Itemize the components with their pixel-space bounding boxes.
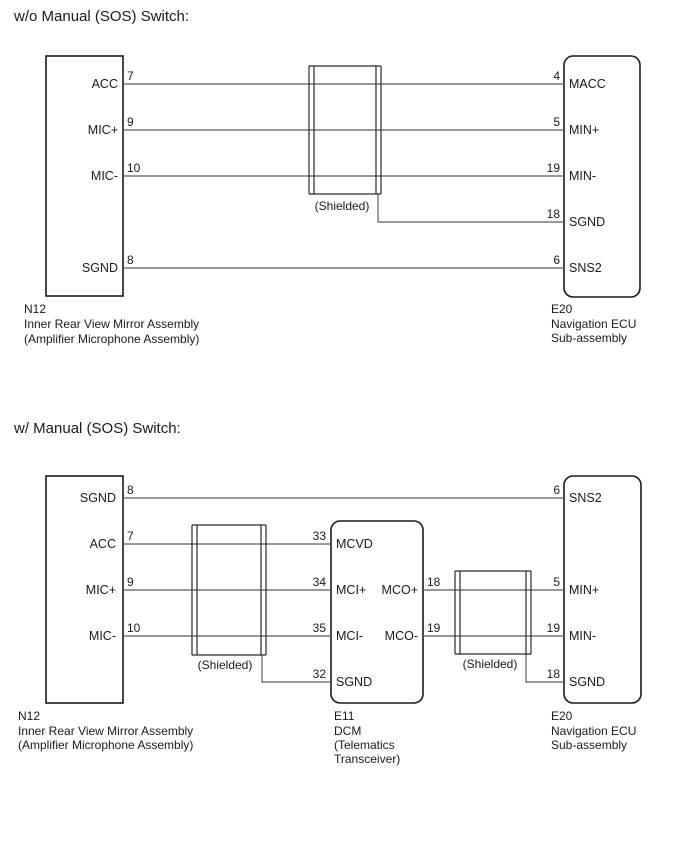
mirror-terminal-name: MIC+ bbox=[86, 583, 116, 597]
nav-terminal-name: MIN+ bbox=[569, 583, 599, 597]
nav-terminal-name: MACC bbox=[569, 77, 606, 91]
dcm-connector-box bbox=[330, 520, 424, 704]
dcm-terminal-name: MCO- bbox=[385, 629, 418, 643]
diagram-with-sos-switch: w/ Manual (SOS) Switch: (Shielded) bbox=[13, 420, 642, 766]
nav-terminal-name: MIN+ bbox=[569, 123, 599, 137]
nav-caption-line: Sub-assembly bbox=[551, 331, 627, 345]
dcm-pin-number: 34 bbox=[313, 575, 327, 589]
mirror-pin-number: 7 bbox=[127, 529, 134, 543]
mirror-connector-code: N12 bbox=[18, 709, 40, 723]
shield-symbol bbox=[191, 524, 267, 656]
wire-shield2-drain bbox=[525, 654, 564, 683]
shield-label: (Shielded) bbox=[463, 657, 518, 671]
mirror-terminal-name: ACC bbox=[92, 77, 118, 91]
dcm-terminal-name: MCI- bbox=[336, 629, 363, 643]
mirror-pin-number: 10 bbox=[127, 161, 141, 175]
nav-terminal-name: MIN- bbox=[569, 169, 596, 183]
nav-terminal-name: MIN- bbox=[569, 629, 596, 643]
mirror-caption-line: (Amplifier Microphone Assembly) bbox=[24, 332, 199, 346]
dcm-terminal-name: MCVD bbox=[336, 537, 373, 551]
diagram1-heading: w/o Manual (SOS) Switch: bbox=[13, 8, 189, 25]
nav-connector-code: E20 bbox=[551, 709, 573, 723]
mirror-terminal-name: SGND bbox=[80, 491, 116, 505]
nav-pin-number: 5 bbox=[553, 575, 560, 589]
nav-caption-line: Sub-assembly bbox=[551, 738, 627, 752]
nav-pin-number: 19 bbox=[547, 161, 561, 175]
shield-symbol bbox=[308, 65, 382, 195]
nav-terminal-name: SNS2 bbox=[569, 491, 602, 505]
mirror-terminal-name: MIC+ bbox=[88, 123, 118, 137]
mirror-connector-box bbox=[45, 55, 124, 297]
dcm-pin-number: 18 bbox=[427, 575, 441, 589]
mirror-terminal-name: MIC- bbox=[91, 169, 118, 183]
dcm-pin-number: 35 bbox=[313, 621, 327, 635]
wire-shield-drain bbox=[377, 194, 564, 223]
dcm-caption-line: DCM bbox=[334, 724, 361, 738]
mirror-pin-number: 8 bbox=[127, 253, 134, 267]
mirror-pin-number: 7 bbox=[127, 69, 134, 83]
dcm-terminal-name: MCO+ bbox=[382, 583, 418, 597]
mirror-pin-number: 10 bbox=[127, 621, 141, 635]
mirror-connector-box bbox=[45, 475, 124, 704]
dcm-caption-line: Transceiver) bbox=[334, 752, 400, 766]
mirror-pin-number: 8 bbox=[127, 483, 134, 497]
mirror-caption-line: (Amplifier Microphone Assembly) bbox=[18, 738, 193, 752]
nav-connector-code: E20 bbox=[551, 302, 573, 316]
nav-pin-number: 18 bbox=[547, 667, 561, 681]
dcm-connector-code: E11 bbox=[334, 709, 355, 723]
dcm-terminal-name: MCI+ bbox=[336, 583, 366, 597]
nav-pin-number: 19 bbox=[547, 621, 561, 635]
mirror-terminal-name: SGND bbox=[82, 261, 118, 275]
dcm-terminal-name: SGND bbox=[336, 675, 372, 689]
nav-terminal-name: SGND bbox=[569, 215, 605, 229]
diagram-without-sos-switch: w/o Manual (SOS) Switch: (Shielded) ACC … bbox=[13, 8, 641, 346]
mirror-terminal-name: MIC- bbox=[89, 629, 116, 643]
diagram2-heading: w/ Manual (SOS) Switch: bbox=[13, 420, 181, 437]
mirror-terminal-name: ACC bbox=[90, 537, 116, 551]
wire-shield1-drain bbox=[261, 655, 331, 683]
dcm-caption-line: (Telematics bbox=[334, 738, 395, 752]
dcm-pin-number: 19 bbox=[427, 621, 441, 635]
mirror-caption-line: Inner Rear View Mirror Assembly bbox=[18, 724, 193, 738]
nav-caption-line: Navigation ECU bbox=[551, 724, 636, 738]
mirror-pin-number: 9 bbox=[127, 115, 134, 129]
shield-label: (Shielded) bbox=[198, 658, 253, 672]
dcm-pin-number: 32 bbox=[313, 667, 327, 681]
dcm-pin-number: 33 bbox=[313, 529, 327, 543]
nav-terminal-name: SNS2 bbox=[569, 261, 602, 275]
mirror-pin-number: 9 bbox=[127, 575, 134, 589]
mirror-caption-line: Inner Rear View Mirror Assembly bbox=[24, 317, 199, 331]
nav-pin-number: 5 bbox=[553, 115, 560, 129]
mirror-connector-code: N12 bbox=[24, 302, 46, 316]
nav-pin-number: 4 bbox=[553, 69, 560, 83]
nav-pin-number: 6 bbox=[553, 483, 560, 497]
nav-caption-line: Navigation ECU bbox=[551, 317, 636, 331]
nav-pin-number: 6 bbox=[553, 253, 560, 267]
shield-label: (Shielded) bbox=[315, 199, 370, 213]
nav-pin-number: 18 bbox=[547, 207, 561, 221]
nav-terminal-name: SGND bbox=[569, 675, 605, 689]
shield-symbol bbox=[454, 570, 532, 655]
